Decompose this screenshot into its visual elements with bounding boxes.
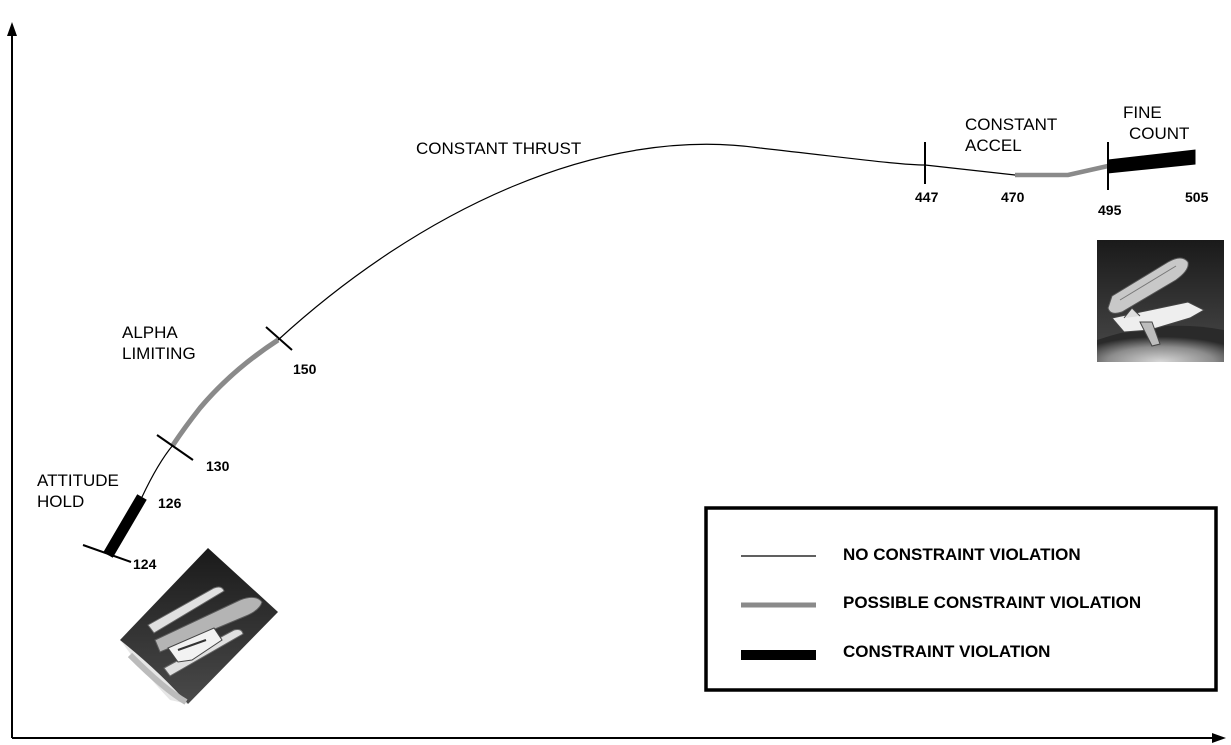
phase-label-alpha-limiting-line1: ALPHA <box>122 323 178 342</box>
tick-label-470: 470 <box>1001 189 1025 205</box>
legend-label-no-violation: NO CONSTRAINT VIOLATION <box>843 545 1081 564</box>
phase-label-fine-count-line2: COUNT <box>1129 124 1189 143</box>
launch-shuttle-image <box>120 548 278 705</box>
trajectory <box>103 143 1196 558</box>
tick-label-495: 495 <box>1098 202 1122 218</box>
tick-label-150: 150 <box>293 361 317 377</box>
x-axis-arrow-icon <box>1212 733 1226 743</box>
phase-label-attitude-hold-line1: ATTITUDE <box>37 471 119 490</box>
tick-label-130: 130 <box>206 458 230 474</box>
tick-label-505: 505 <box>1185 189 1209 205</box>
phase-label-constant-thrust: CONSTANT THRUST <box>416 139 581 158</box>
tick-label-124: 124 <box>133 556 157 572</box>
tick-mark-150 <box>265 326 293 351</box>
phase-label-alpha-limiting-line2: LIMITING <box>122 344 196 363</box>
tick-marks <box>82 142 1109 563</box>
trajectory-segment-no-violation <box>107 143 1196 556</box>
legend-label-violation: CONSTRAINT VIOLATION <box>843 642 1050 661</box>
legend: NO CONSTRAINT VIOLATION POSSIBLE CONSTRA… <box>704 506 1218 692</box>
tick-mark-130 <box>156 434 194 461</box>
tick-labels: 124 126 130 150 447 470 495 505 <box>133 189 1209 572</box>
tick-label-126: 126 <box>158 495 182 511</box>
phase-labels: ATTITUDE HOLD ALPHA LIMITING CONSTANT TH… <box>37 103 1189 511</box>
trajectory-segment-attitude-hold <box>103 494 147 558</box>
separation-shuttle-image <box>1097 240 1224 362</box>
tick-mark-124 <box>82 544 132 563</box>
phase-label-constant-accel-line2: ACCEL <box>965 136 1022 155</box>
trajectory-segment-constant-accel <box>1015 163 1109 178</box>
legend-label-possible-violation: POSSIBLE CONSTRAINT VIOLATION <box>843 593 1141 612</box>
trajectory-segment-fine-count <box>1107 149 1196 174</box>
phase-label-constant-accel-line1: CONSTANT <box>965 115 1057 134</box>
axes <box>7 22 1226 743</box>
tick-label-447: 447 <box>915 189 939 205</box>
trajectory-segment-alpha-limiting <box>170 337 280 447</box>
y-axis-arrow-icon <box>7 22 17 36</box>
phase-label-fine-count-line1: FINE <box>1123 103 1162 122</box>
phase-label-attitude-hold-line2: HOLD <box>37 492 84 511</box>
